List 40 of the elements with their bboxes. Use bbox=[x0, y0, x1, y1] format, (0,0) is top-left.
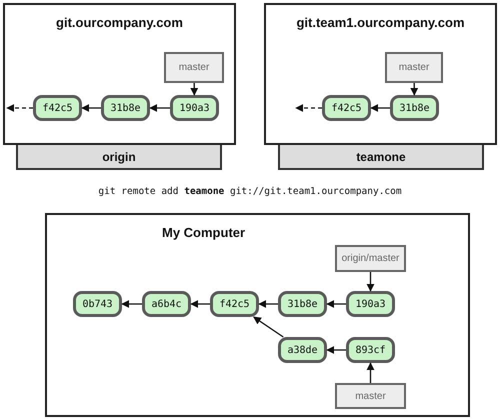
box-heading: git.team1.ourcompany.com bbox=[296, 15, 465, 31]
remote-name-tab: origin bbox=[16, 145, 222, 170]
commit-box: 31b8e bbox=[390, 95, 439, 121]
commit-box: 31b8e bbox=[278, 291, 327, 317]
arrow bbox=[190, 83, 198, 96]
branch-label: origin/master bbox=[335, 245, 406, 272]
arrow bbox=[366, 272, 374, 292]
arrow bbox=[326, 346, 346, 354]
branch-label: master bbox=[335, 383, 406, 409]
commit-box: f42c5 bbox=[33, 95, 82, 121]
commit-box: 893cf bbox=[346, 337, 395, 363]
branch-label: master bbox=[164, 52, 224, 83]
commit-box: 190a3 bbox=[170, 95, 219, 121]
arrow bbox=[81, 104, 101, 112]
server-box bbox=[3, 3, 236, 145]
arrow bbox=[149, 104, 170, 112]
commit-box: 190a3 bbox=[346, 291, 395, 317]
commit-box: 31b8e bbox=[101, 95, 150, 121]
box-heading: git.ourcompany.com bbox=[56, 15, 183, 31]
arrow bbox=[121, 300, 142, 308]
arrow bbox=[370, 104, 390, 112]
commit-box: f42c5 bbox=[210, 291, 259, 317]
arrow bbox=[6, 104, 33, 112]
commit-box: a38de bbox=[278, 337, 327, 363]
commit-box: f42c5 bbox=[322, 95, 371, 121]
commit-box: a6b4c bbox=[142, 291, 191, 317]
arrow bbox=[366, 362, 374, 383]
arrow bbox=[190, 300, 210, 308]
arrow bbox=[258, 300, 278, 308]
commit-box: 0b743 bbox=[73, 291, 122, 317]
arrow bbox=[253, 316, 284, 338]
computer-box bbox=[45, 213, 470, 417]
arrow bbox=[326, 300, 346, 308]
command-text: git remote add teamone git://git.team1.ourcompany.com bbox=[98, 186, 402, 197]
box-heading: My Computer bbox=[162, 225, 246, 241]
server-box bbox=[264, 3, 497, 145]
branch-label: master bbox=[385, 52, 443, 83]
remote-name-tab: teamone bbox=[278, 145, 484, 170]
arrow bbox=[295, 104, 322, 112]
arrow bbox=[410, 83, 418, 96]
